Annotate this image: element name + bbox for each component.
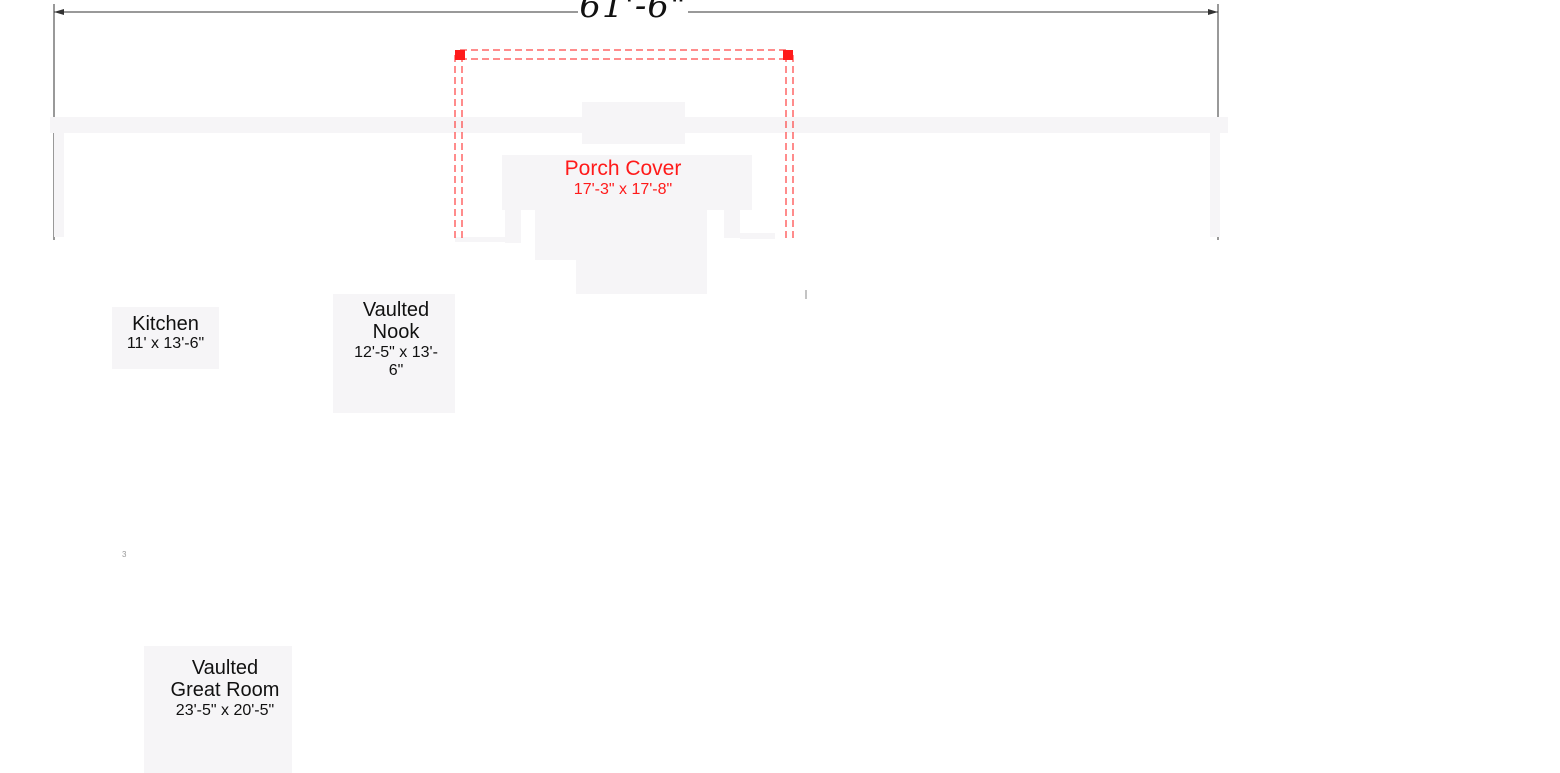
nook-name-line2: Nook: [372, 321, 420, 344]
nook-name-line1: Vaulted: [362, 299, 430, 321]
great-room-name-line1: Vaulted: [191, 657, 259, 679]
porch-cover-outline: [454, 49, 794, 240]
great-room-label: Vaulted Great Room 23'-5" x 20'-5": [150, 657, 300, 720]
kitchen-label-bg: [112, 307, 219, 369]
great-room-dims: 23'-5" x 20'-5": [175, 701, 275, 719]
tiny-mark: 3: [122, 550, 127, 559]
overall-dimension-label: 61'-6": [578, 0, 688, 26]
exterior-wall: [50, 102, 1228, 237]
kitchen-name: Kitchen: [132, 313, 199, 335]
great-room-name-line2: Great Room: [170, 679, 280, 702]
nook-dims-line2: 6": [388, 361, 404, 379]
nook-label: Vaulted Nook 12'-5" x 13'- 6": [334, 299, 458, 380]
nook-label-bg: [333, 294, 455, 413]
porch-corner-marker: [783, 50, 793, 60]
porch-cover-label: Porch Cover 17'-3" x 17'-8": [533, 157, 713, 198]
porch-corner-marker: [455, 50, 465, 60]
porch-cover-name: Porch Cover: [564, 157, 682, 180]
great-room-label-bg: [144, 646, 292, 773]
nook-dims-line1: 12'-5" x 13'-: [354, 343, 438, 361]
kitchen-dims: 11' x 13'-6": [126, 335, 205, 353]
porch-cover-dims: 17'-3" x 17'-8": [573, 180, 673, 198]
porch-structure: [455, 155, 775, 294]
kitchen-label: Kitchen 11' x 13'-6": [108, 313, 223, 353]
